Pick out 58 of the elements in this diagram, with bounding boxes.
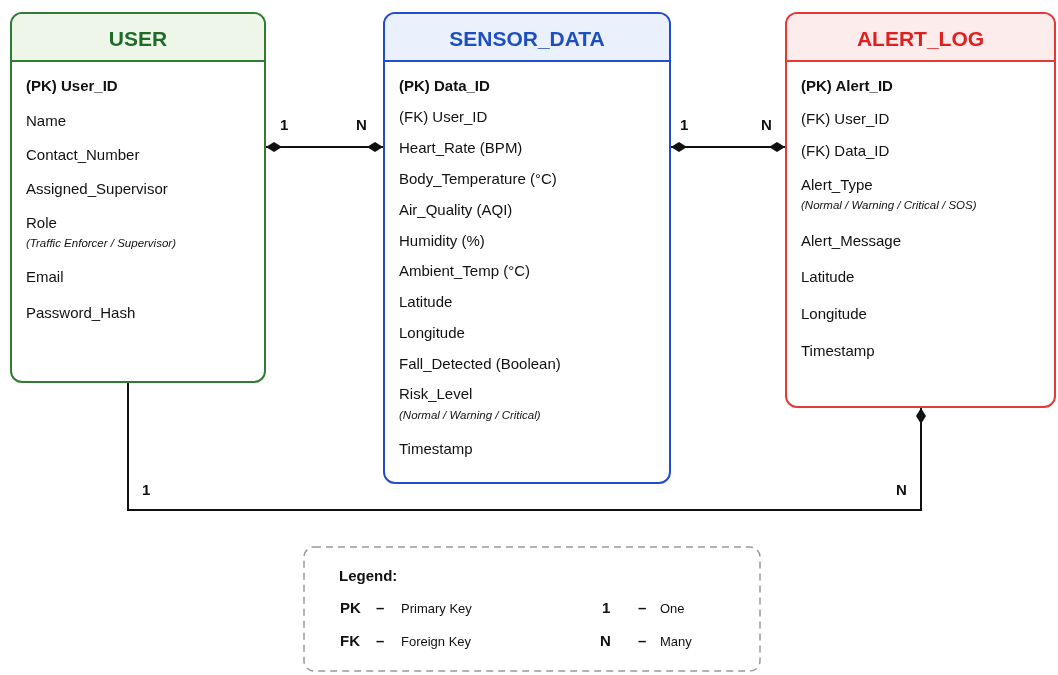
field-name: Assigned_Supervisor bbox=[26, 180, 168, 198]
field-name: Humidity (%) bbox=[399, 232, 485, 250]
field-name: Name bbox=[26, 112, 66, 130]
entity-table bbox=[785, 12, 1056, 408]
field-name: Timestamp bbox=[399, 440, 473, 458]
cardinality-label: N bbox=[356, 116, 367, 134]
legend-dash: – bbox=[376, 632, 385, 650]
legend-symbol: 1 bbox=[602, 599, 611, 617]
relationship-line bbox=[670, 142, 786, 152]
legend-text: Foreign Key bbox=[401, 633, 472, 651]
field-name: Ambient_Temp (°C) bbox=[399, 262, 531, 280]
field-name: Risk_Level bbox=[399, 385, 473, 403]
field-name: (FK) Data_ID bbox=[801, 142, 890, 160]
table-title: USER bbox=[107, 27, 169, 51]
field-name: Email bbox=[26, 268, 64, 286]
legend-text: Many bbox=[660, 633, 692, 651]
legend-symbol: N bbox=[600, 632, 611, 650]
legend-symbol: PK bbox=[340, 599, 361, 617]
field-name: Timestamp bbox=[801, 342, 875, 360]
legend-text: Primary Key bbox=[401, 600, 472, 618]
legend-title: Legend: bbox=[339, 567, 398, 585]
legend-text: One bbox=[660, 600, 685, 618]
field-name: Latitude bbox=[801, 268, 855, 286]
field-name: (PK) Alert_ID bbox=[801, 77, 893, 95]
legend-symbol: FK bbox=[340, 632, 360, 650]
relationship-line bbox=[265, 142, 384, 152]
cardinality-label: 1 bbox=[680, 116, 689, 134]
cardinality-label: N bbox=[896, 481, 907, 499]
legend-dash: – bbox=[638, 599, 647, 617]
cardinality-label: 1 bbox=[142, 481, 151, 499]
field-name: (FK) User_ID bbox=[399, 108, 488, 126]
cardinality-label: 1 bbox=[280, 116, 289, 134]
cardinality-label: N bbox=[761, 116, 772, 134]
field-name: Alert_Type bbox=[801, 176, 873, 194]
field-name: Latitude bbox=[399, 293, 453, 311]
field-name: (PK) Data_ID bbox=[399, 77, 490, 95]
field-note: (Normal / Warning / Critical) bbox=[399, 408, 541, 423]
relationship-line bbox=[127, 382, 926, 511]
field-name: Body_Temperature (°C) bbox=[399, 170, 557, 188]
field-name: Fall_Detected (Boolean) bbox=[399, 355, 561, 373]
field-name: (PK) User_ID bbox=[26, 77, 118, 95]
field-name: Role bbox=[26, 214, 57, 232]
field-name: Longitude bbox=[399, 324, 465, 342]
table-title: ALERT_LOG bbox=[855, 27, 986, 51]
field-name: (FK) User_ID bbox=[801, 110, 890, 128]
table-title: SENSOR_DATA bbox=[448, 27, 606, 51]
legend-dash: – bbox=[638, 632, 647, 650]
entity-table bbox=[383, 12, 671, 484]
field-name: Air_Quality (AQI) bbox=[399, 201, 513, 219]
field-name: Longitude bbox=[801, 305, 867, 323]
field-name: Password_Hash bbox=[26, 304, 136, 322]
entity-table bbox=[10, 12, 266, 383]
legend-dash: – bbox=[376, 599, 385, 617]
field-note: (Traffic Enforcer / Supervisor) bbox=[26, 236, 176, 251]
field-name: Alert_Message bbox=[801, 232, 902, 250]
field-name: Heart_Rate (BPM) bbox=[399, 139, 523, 157]
field-name: Contact_Number bbox=[26, 146, 140, 164]
field-note: (Normal / Warning / Critical / SOS) bbox=[801, 198, 977, 213]
